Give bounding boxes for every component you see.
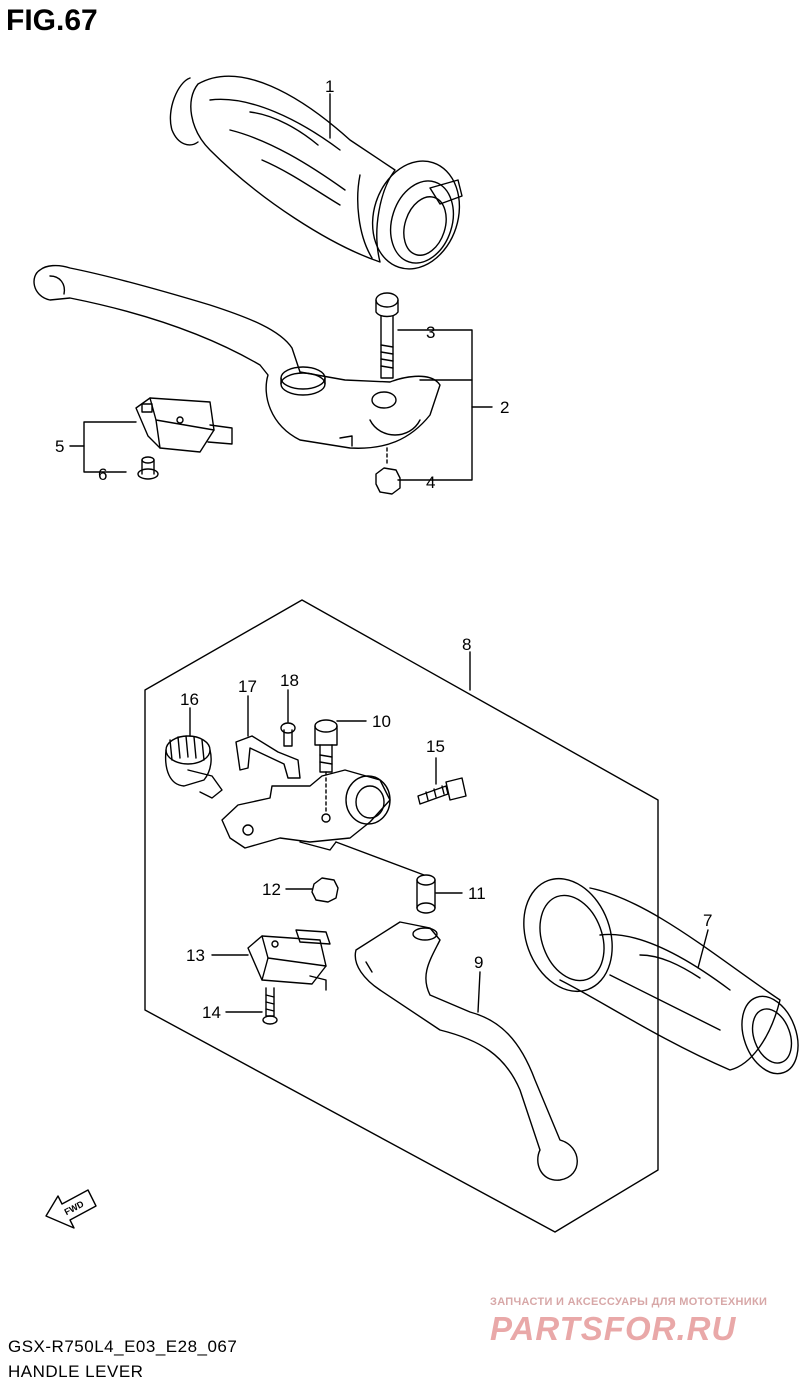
- callout-3[interactable]: 3: [426, 323, 435, 342]
- section-name: HANDLE LEVER: [8, 1362, 144, 1381]
- callout-6[interactable]: 6: [98, 465, 107, 484]
- leader-line-7: [697, 929, 709, 969]
- callout-9[interactable]: 9: [474, 953, 483, 972]
- callout-16[interactable]: 16: [180, 690, 199, 709]
- left-grip-part-7[interactable]: [509, 866, 800, 1081]
- switch-screw-part-6[interactable]: [137, 456, 159, 480]
- figure-title: FIG.67: [6, 4, 98, 37]
- callout-14[interactable]: 14: [202, 1003, 221, 1022]
- bracket-group-2: [397, 329, 473, 481]
- pivot-bolt-part-3[interactable]: [375, 292, 399, 379]
- callout-15[interactable]: 15: [426, 737, 445, 756]
- clutch-assembly-outline-part-8: [144, 599, 659, 1233]
- watermark-tagline: ЗАПЧАСТИ И АКСЕССУАРЫ ДЛЯ МОТОТЕХНИКИ: [490, 1296, 768, 1308]
- leader-line-9: [477, 971, 481, 1013]
- callout-13[interactable]: 13: [186, 946, 205, 965]
- callout-10[interactable]: 10: [372, 712, 391, 731]
- callout-2[interactable]: 2: [500, 398, 509, 417]
- clutch-lever-part-9[interactable]: [354, 921, 578, 1181]
- adjuster-knob-part-16[interactable]: [164, 735, 223, 799]
- clutch-lever-holder[interactable]: [221, 769, 391, 851]
- plate-screw-part-18[interactable]: [280, 722, 296, 747]
- lever-nut-part-12[interactable]: [311, 877, 339, 903]
- callout-12[interactable]: 12: [262, 880, 281, 899]
- switch-screw-part-14[interactable]: [262, 987, 278, 1025]
- brake-lever-part-2[interactable]: [33, 264, 441, 449]
- callout-1[interactable]: 1: [325, 77, 334, 96]
- front-stop-switch-part-5[interactable]: [135, 397, 233, 453]
- callout-11[interactable]: 11: [468, 884, 486, 903]
- switch-plate-part-17[interactable]: [235, 735, 301, 779]
- callout-18[interactable]: 18: [280, 671, 299, 690]
- right-grip-part-1[interactable]: [169, 75, 473, 280]
- watermark-logo: PARTSFOR.RU: [490, 1310, 737, 1347]
- callout-5[interactable]: 5: [55, 437, 64, 456]
- callout-17[interactable]: 17: [238, 677, 257, 696]
- collar-part-11[interactable]: [335, 841, 436, 914]
- model-code: GSX-R750L4_E03_E28_067: [8, 1337, 238, 1356]
- clutch-switch-part-13[interactable]: [247, 929, 331, 991]
- lever-nut-part-4[interactable]: [375, 447, 401, 495]
- clamp-bolt-part-15[interactable]: [417, 777, 467, 805]
- forward-direction-arrow: FWD: [45, 1189, 97, 1229]
- callout-4[interactable]: 4: [426, 473, 435, 492]
- callout-8[interactable]: 8: [462, 635, 471, 654]
- callout-7[interactable]: 7: [703, 911, 712, 930]
- bracket-group-5: [83, 421, 137, 473]
- pivot-bolt-part-10[interactable]: [314, 719, 338, 813]
